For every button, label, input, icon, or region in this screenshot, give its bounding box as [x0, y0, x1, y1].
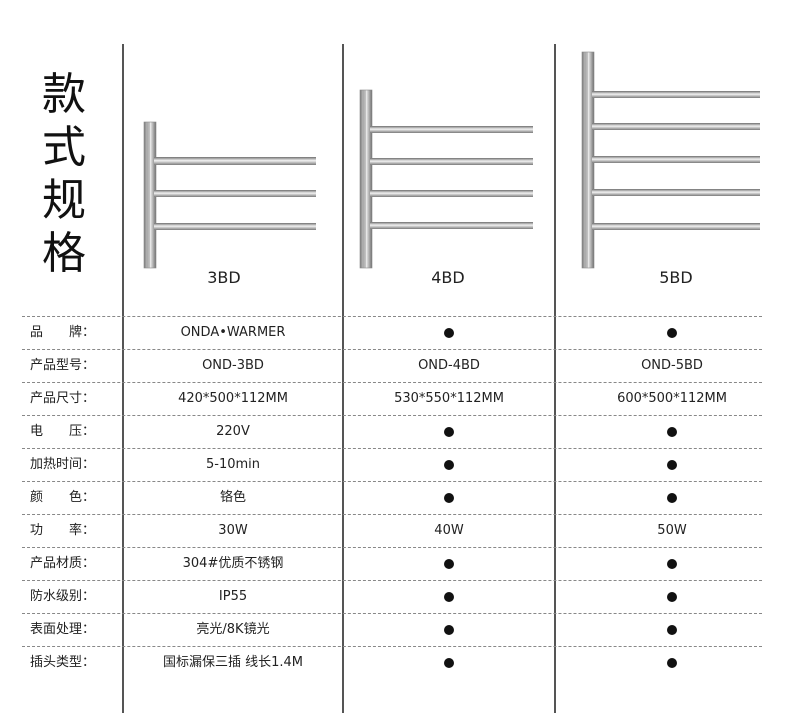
spec-row: 加热时间： 5-10min [0, 449, 800, 481]
same-as-first-bullet [556, 416, 788, 448]
filled-circle-icon [667, 591, 677, 602]
heading-char: 式 [42, 122, 86, 173]
filled-circle-icon [667, 624, 677, 635]
towel-rack-5bd-image [578, 50, 768, 270]
towel-rack-icon [359, 89, 533, 269]
filled-circle-icon [444, 492, 454, 503]
row-divider [22, 613, 762, 614]
spec-row: 防水级别： IP55 [0, 581, 800, 613]
same-as-first-bullet [344, 449, 554, 481]
same-as-first-bullet [556, 647, 788, 679]
row-divider [22, 514, 762, 515]
filled-circle-icon [667, 558, 677, 569]
row-divider [22, 349, 762, 350]
same-as-first-bullet [344, 647, 554, 679]
filled-circle-icon [444, 426, 454, 437]
spec-value: 530*550*112MM [394, 391, 504, 406]
filled-circle-icon [444, 591, 454, 602]
row-divider [22, 481, 762, 482]
spec-label: 品 牌： [30, 325, 96, 340]
spec-value: OND-5BD [641, 358, 703, 373]
towel-rack-icon [143, 121, 316, 269]
spec-value: 220V [216, 424, 250, 439]
filled-circle-icon [667, 327, 677, 338]
spec-label: 产品型号： [30, 358, 96, 373]
column-divider [554, 44, 556, 713]
row-divider [22, 448, 762, 449]
filled-circle-icon [667, 657, 677, 668]
same-as-first-bullet [556, 548, 788, 580]
spec-label: 防水级别： [30, 589, 96, 604]
spec-label: 电 压： [30, 424, 96, 439]
filled-circle-icon [444, 624, 454, 635]
spec-value: 亮光/8K镜光 [196, 622, 270, 637]
spec-label: 颜 色： [30, 490, 96, 505]
page-heading: 款 式 规 格 [38, 68, 90, 280]
spec-value: 国标漏保三插 线长1.4M [162, 655, 304, 670]
spec-value: 600*500*112MM [617, 391, 727, 406]
filled-circle-icon [444, 327, 454, 338]
spec-row: 电 压： 220V [0, 416, 800, 448]
same-as-first-bullet [556, 614, 788, 646]
same-as-first-bullet [556, 581, 788, 613]
same-as-first-bullet [556, 482, 788, 514]
spec-value: ONDA•WARMER [180, 325, 286, 340]
spec-label: 加热时间： [30, 457, 96, 472]
same-as-first-bullet [344, 614, 554, 646]
spec-row: 颜 色： 铬色 [0, 482, 800, 514]
model-label-3bd: 3BD [207, 268, 241, 287]
spec-label: 插头类型： [30, 655, 96, 670]
model-label-4bd: 4BD [431, 268, 465, 287]
filled-circle-icon [667, 492, 677, 503]
heading-char: 款 [42, 69, 86, 120]
filled-circle-icon [667, 459, 677, 470]
towel-rack-4bd-image [356, 88, 541, 270]
spec-value: 420*500*112MM [178, 391, 288, 406]
heading-char: 规 [42, 175, 86, 226]
spec-row: 品 牌： ONDA•WARMER [0, 317, 800, 349]
spec-value: 5-10min [205, 457, 261, 472]
same-as-first-bullet [344, 581, 554, 613]
column-divider [342, 44, 344, 713]
spec-value: 30W [218, 523, 248, 538]
heading-char: 格 [42, 228, 86, 279]
filled-circle-icon [667, 426, 677, 437]
spec-value: 50W [657, 523, 687, 538]
spec-row: 表面处理： 亮光/8K镜光 [0, 614, 800, 646]
row-divider [22, 382, 762, 383]
row-divider [22, 547, 762, 548]
same-as-first-bullet [556, 317, 788, 349]
spec-label: 功 率： [30, 523, 96, 538]
spec-value: IP55 [218, 589, 248, 604]
spec-row: 产品材质： 304#优质不锈钢 [0, 548, 800, 580]
column-divider [122, 44, 124, 713]
spec-row: 功 率： 30W 40W 50W [0, 515, 800, 547]
spec-row: 产品尺寸： 420*500*112MM 530*550*112MM 600*500*1… [0, 383, 800, 415]
filled-circle-icon [444, 657, 454, 668]
spec-value: 304#优质不锈钢 [182, 556, 284, 571]
towel-rack-3bd-image [140, 120, 325, 270]
same-as-first-bullet [344, 317, 554, 349]
row-divider [22, 316, 762, 317]
spec-value: OND-3BD [202, 358, 264, 373]
spec-value: 铬色 [219, 490, 246, 505]
row-divider [22, 646, 762, 647]
filled-circle-icon [444, 459, 454, 470]
same-as-first-bullet [344, 416, 554, 448]
spec-label: 产品尺寸： [30, 391, 96, 406]
spec-label: 表面处理： [30, 622, 96, 637]
filled-circle-icon [444, 558, 454, 569]
same-as-first-bullet [556, 449, 788, 481]
spec-row: 插头类型： 国标漏保三插 线长1.4M [0, 647, 800, 679]
spec-label: 产品材质： [30, 556, 96, 571]
row-divider [22, 580, 762, 581]
spec-value: OND-4BD [418, 358, 480, 373]
same-as-first-bullet [344, 482, 554, 514]
towel-rack-icon [581, 51, 760, 269]
spec-value: 40W [434, 523, 464, 538]
model-label-5bd: 5BD [659, 268, 693, 287]
spec-row: 产品型号： OND-3BD OND-4BD OND-5BD [0, 350, 800, 382]
same-as-first-bullet [344, 548, 554, 580]
row-divider [22, 415, 762, 416]
